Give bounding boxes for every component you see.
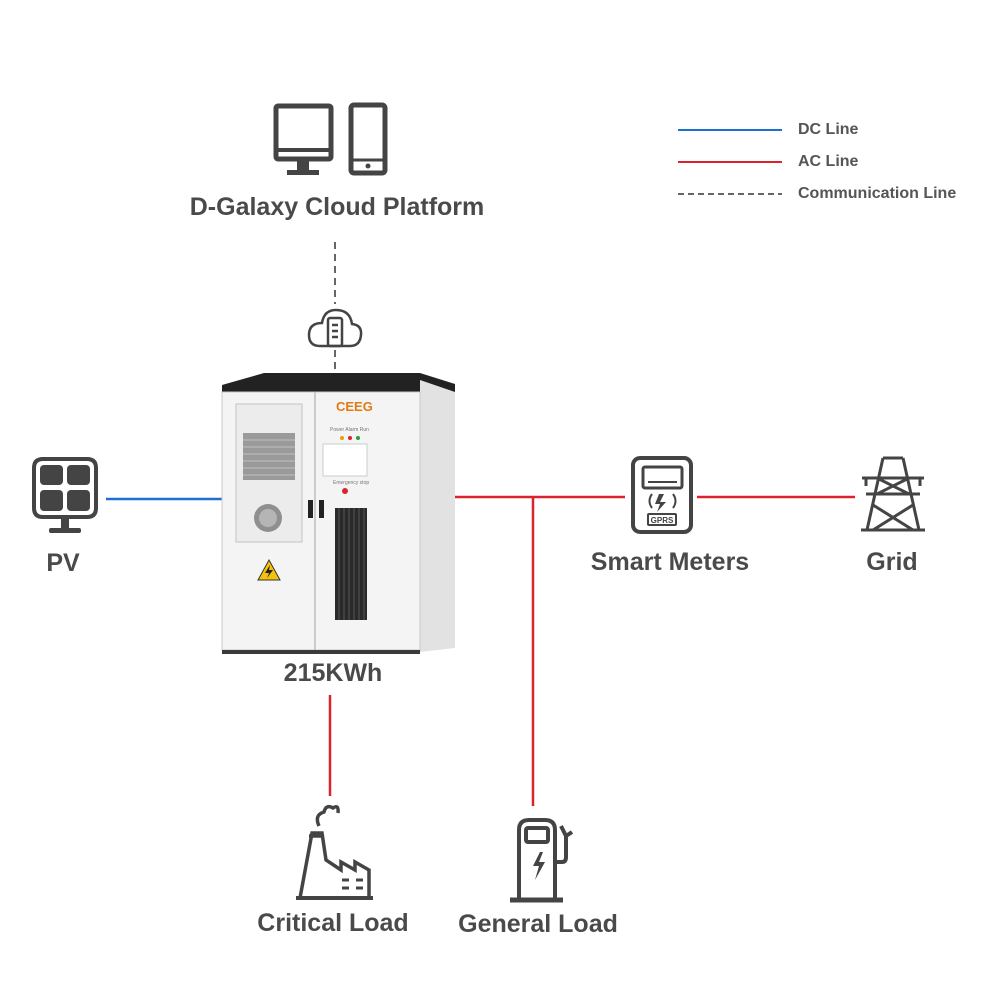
phone-icon: [348, 102, 388, 176]
charging-station-icon: [510, 818, 574, 903]
high-voltage-warning-icon: [257, 558, 281, 581]
critical-load-label: Critical Load: [257, 909, 409, 937]
factory-icon: [296, 804, 373, 900]
meter-badge: GPRS: [651, 516, 674, 525]
solar-panel-icon: [32, 457, 98, 533]
cabinet-brand: CEEG: [336, 399, 373, 414]
transmission-tower-icon: [861, 456, 925, 532]
storage-cabinet: CEEG Power Alarm Run Emergency stop: [221, 373, 455, 654]
cabinet-panel-text: Power Alarm Run: [330, 427, 369, 433]
legend-ac-label: AC Line: [798, 153, 859, 170]
grid-label: Grid: [866, 548, 918, 576]
cloud-platform-label: D-Galaxy Cloud Platform: [189, 193, 485, 221]
general-load-label: General Load: [458, 910, 618, 938]
legend-comm-label: Communication Line: [798, 185, 957, 202]
smart-meter-icon: GPRS: [631, 456, 693, 534]
smart-meters-label: Smart Meters: [590, 548, 750, 576]
cabinet-stop-text: Emergency stop: [333, 480, 369, 486]
storage-label: 215KWh: [283, 659, 383, 687]
pv-label: PV: [46, 549, 80, 577]
cloud-router-icon: [307, 308, 363, 348]
monitor-icon: [273, 103, 334, 175]
legend-dc-label: DC Line: [798, 121, 859, 138]
